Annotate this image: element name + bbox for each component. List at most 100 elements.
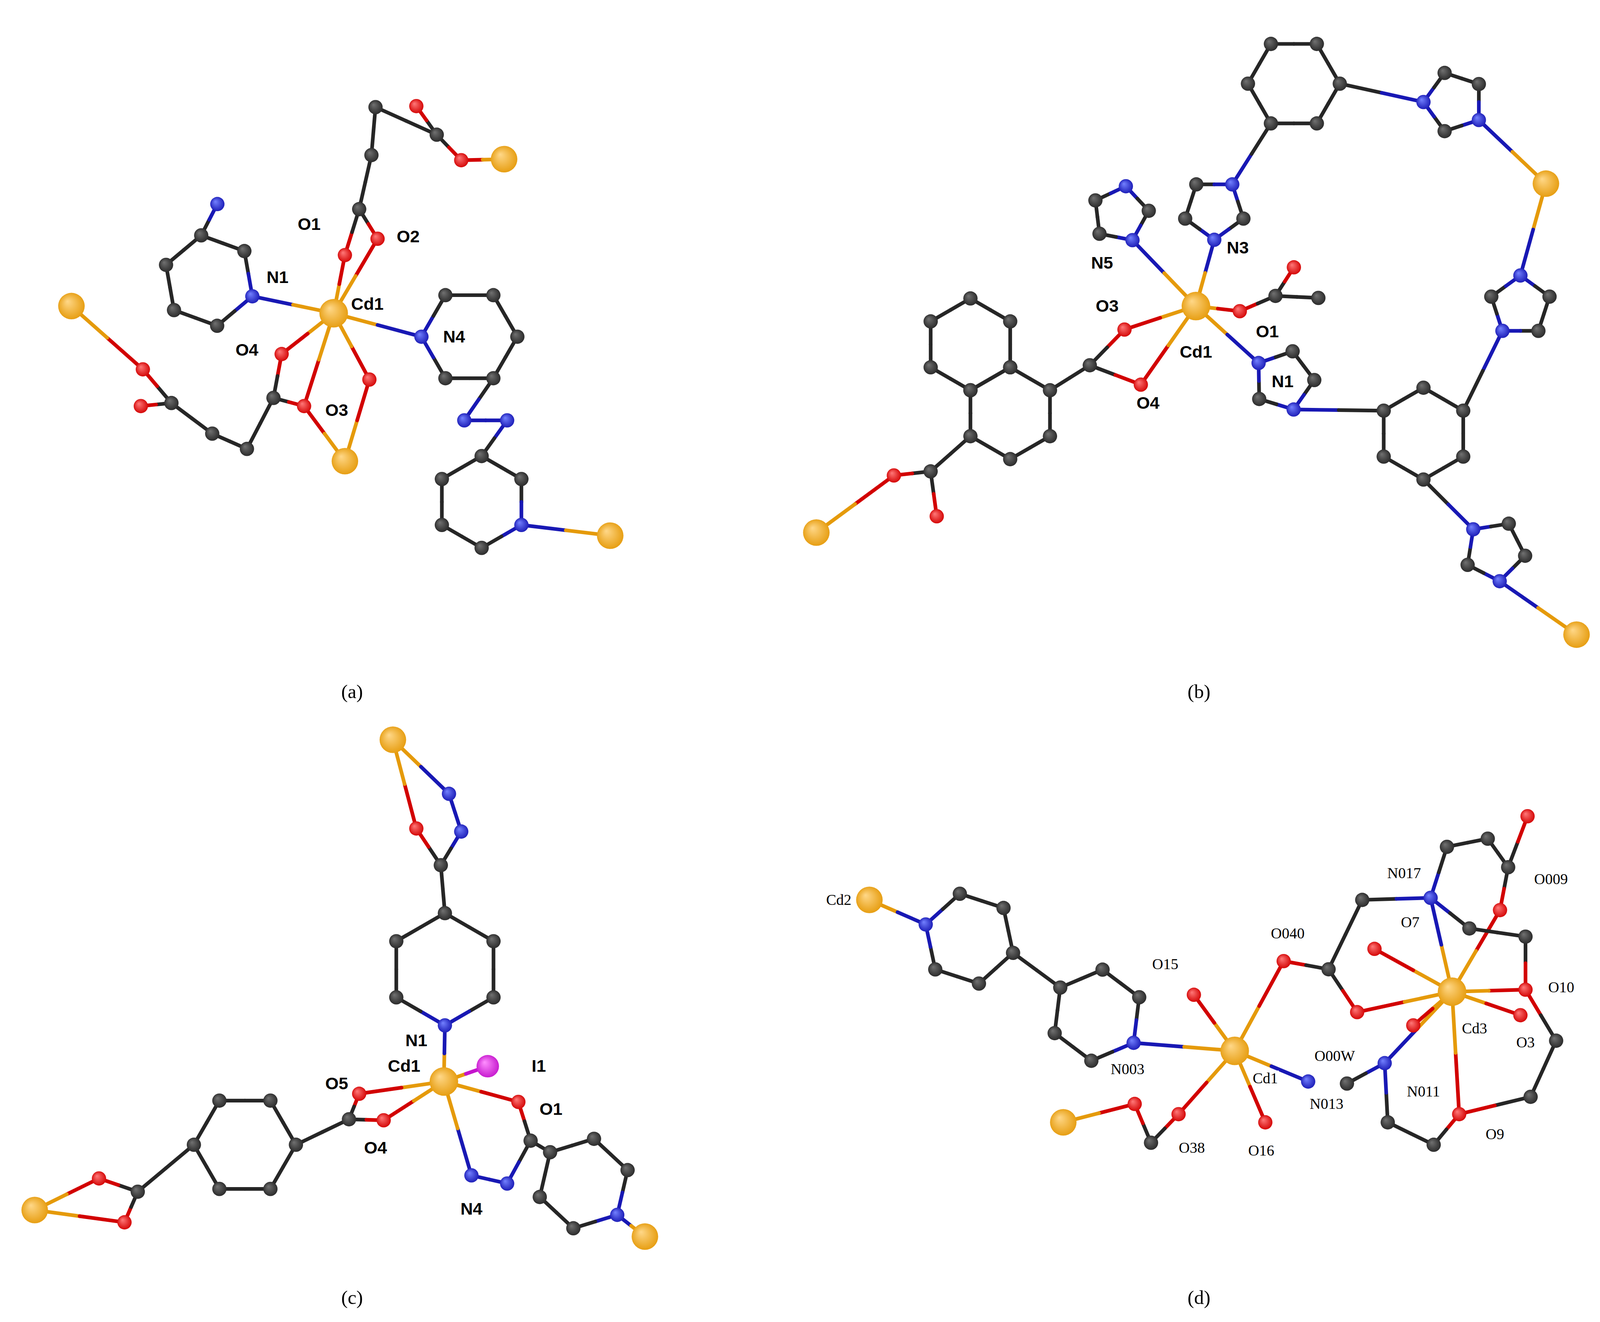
bond-line bbox=[1357, 1001, 1405, 1013]
panel-label: (d) bbox=[1186, 1287, 1212, 1309]
atom-ball bbox=[1439, 839, 1455, 855]
atom-ball bbox=[1285, 344, 1300, 359]
atom-label: O7 bbox=[1400, 914, 1420, 931]
atom-ball bbox=[1133, 377, 1149, 393]
atom-ball bbox=[245, 289, 260, 304]
atom-ball bbox=[1251, 356, 1266, 371]
atom-ball bbox=[586, 1131, 602, 1147]
atom-ball bbox=[500, 413, 515, 428]
atom-ball bbox=[464, 1168, 479, 1183]
atom-ball bbox=[1189, 177, 1204, 192]
atom-ball bbox=[1437, 65, 1452, 81]
atom-ball bbox=[923, 464, 938, 479]
atom-ball bbox=[1258, 1115, 1273, 1130]
atom-ball bbox=[457, 413, 472, 428]
atom-ball bbox=[1132, 990, 1147, 1005]
atom-label: O15 bbox=[1151, 956, 1179, 973]
atom-ball bbox=[1520, 809, 1535, 824]
atom-ball bbox=[1563, 621, 1590, 648]
atom-label: N3 bbox=[1225, 239, 1250, 258]
atom-ball bbox=[288, 1137, 303, 1153]
atom-ball bbox=[1416, 380, 1431, 395]
atom-ball bbox=[1186, 987, 1202, 1002]
atom-label: N1 bbox=[404, 1031, 428, 1050]
atom-ball bbox=[1263, 36, 1279, 52]
atom-label: O1 bbox=[297, 215, 322, 234]
atom-ball bbox=[1321, 962, 1336, 977]
atom-ball bbox=[514, 471, 529, 487]
atom-ball bbox=[1092, 226, 1107, 242]
atom-label: Cd1 bbox=[350, 295, 385, 313]
atom-label: O1 bbox=[538, 1100, 564, 1119]
atom-label: N017 bbox=[1386, 865, 1422, 882]
atom-ball bbox=[510, 329, 525, 345]
atom-ball bbox=[237, 243, 252, 259]
atom-ball bbox=[1518, 982, 1533, 998]
atom-ball bbox=[1127, 1097, 1143, 1112]
atom-ball bbox=[434, 517, 450, 533]
atom-label: O10 bbox=[1547, 979, 1575, 996]
atom-ball bbox=[1376, 403, 1391, 418]
atom-label: O5 bbox=[324, 1074, 349, 1093]
atom-ball bbox=[1332, 76, 1347, 92]
atom-ball bbox=[1518, 929, 1533, 945]
atom-ball bbox=[918, 917, 933, 932]
atom-ball bbox=[486, 371, 501, 386]
atom-label: O1 bbox=[1255, 322, 1280, 341]
atom-ball bbox=[368, 100, 383, 115]
atom-ball bbox=[379, 726, 406, 753]
atom-ball bbox=[434, 471, 450, 487]
atom-ball bbox=[514, 517, 529, 533]
atom-ball bbox=[438, 288, 453, 303]
atom-ball bbox=[376, 1113, 391, 1128]
atom-ball bbox=[1423, 890, 1438, 905]
atom-ball bbox=[1548, 1033, 1564, 1048]
atom-ball bbox=[1355, 893, 1370, 908]
atom-ball bbox=[1416, 472, 1431, 487]
bond-line bbox=[1384, 1027, 1419, 1064]
panel-label: (c) bbox=[340, 1287, 364, 1309]
atom-ball bbox=[158, 257, 174, 273]
atom-label: N4 bbox=[442, 327, 466, 346]
atom-ball bbox=[263, 1182, 278, 1197]
atom-ball bbox=[511, 1095, 526, 1110]
atom-label: N013 bbox=[1308, 1096, 1345, 1113]
atom-ball bbox=[438, 371, 453, 386]
atom-ball bbox=[21, 1196, 48, 1224]
atom-ball bbox=[1286, 402, 1301, 417]
atom-ball bbox=[1232, 304, 1248, 319]
panel-label: (a) bbox=[340, 681, 364, 702]
atom-ball bbox=[1405, 1018, 1421, 1033]
atom-ball bbox=[1471, 77, 1487, 92]
atom-label: Cd3 bbox=[1461, 1020, 1488, 1037]
atom-ball bbox=[923, 360, 938, 375]
atom-ball bbox=[212, 1093, 227, 1108]
atom-ball bbox=[803, 519, 830, 546]
atom-label: O009 bbox=[1533, 871, 1569, 888]
atom-ball bbox=[1143, 1135, 1159, 1151]
atom-ball bbox=[1309, 116, 1325, 131]
atom-ball bbox=[133, 398, 149, 414]
atom-ball bbox=[352, 1086, 367, 1101]
atom-label: O00W bbox=[1313, 1048, 1356, 1065]
atom-label: N011 bbox=[1405, 1083, 1441, 1100]
atom-ball bbox=[1426, 1137, 1441, 1153]
atom-ball bbox=[437, 1018, 453, 1033]
atom-label: O38 bbox=[1178, 1140, 1206, 1157]
atom-ball bbox=[1236, 211, 1251, 226]
atom-ball bbox=[856, 886, 883, 913]
atom-label: O4 bbox=[363, 1138, 388, 1157]
atom-ball bbox=[1263, 116, 1279, 131]
atom-ball bbox=[620, 1163, 635, 1178]
atom-ball bbox=[130, 1184, 145, 1200]
atom-ball bbox=[437, 906, 453, 921]
atom-ball bbox=[1350, 1005, 1365, 1020]
atom-ball bbox=[319, 299, 349, 328]
atom-ball bbox=[1053, 980, 1068, 995]
atom-ball bbox=[929, 509, 945, 524]
atom-ball bbox=[453, 824, 469, 839]
atom-ball bbox=[205, 426, 220, 441]
atom-ball bbox=[429, 127, 444, 143]
